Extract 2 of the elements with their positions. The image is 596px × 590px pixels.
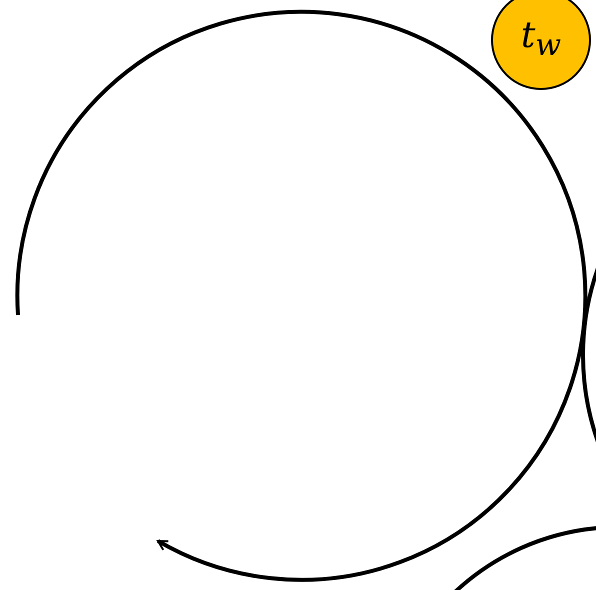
circle-node [491, 0, 591, 90]
variable-label: t$_{w}$ [520, 18, 562, 62]
